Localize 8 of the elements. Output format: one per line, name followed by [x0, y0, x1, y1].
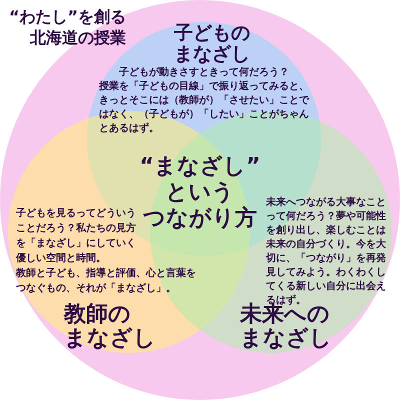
body-text: 授業を「子どもの目線」で振り返ってみると、きっとそこには（教師が）「させたい」ことではなく、（子どもが）「したい」ことがちゃんとあるはず。: [99, 80, 310, 136]
circle-heading: 教師のまなざし: [64, 303, 156, 351]
title: “わたし”を創る北海道の授業: [8, 6, 126, 48]
body-text: 教師と子ども、指導と評価、心と言葉をつなぐもの、それが「まなざし」。: [16, 266, 197, 296]
center-label: “まなざし”というつながり方: [140, 154, 260, 232]
circle-heading: 子どものまなざし: [174, 23, 250, 65]
body-text: 子どもを見るってどういうことだろう？私たちの見方を「まなざし」にしていく優しい空間と時間。: [16, 206, 137, 266]
body-text: 子どもが動きさすときって何だろう？: [119, 66, 289, 80]
